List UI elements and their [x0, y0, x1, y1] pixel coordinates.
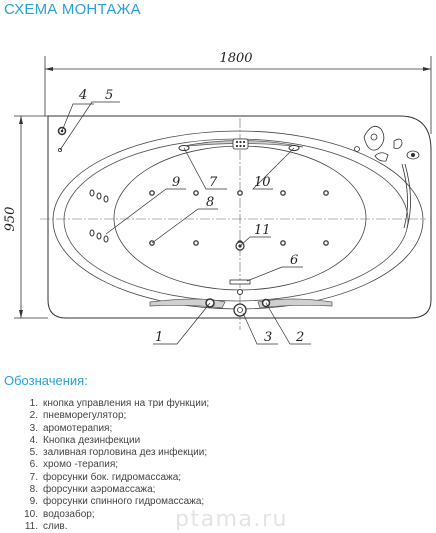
aeromassage-jet: [280, 240, 286, 246]
arrowhead: [19, 310, 23, 318]
height-dimension-value: 950: [3, 207, 18, 232]
water-intake: [232, 138, 249, 150]
aeromassage-jet: [323, 240, 329, 246]
callout-6: 6: [290, 253, 298, 268]
shower-hose: [401, 163, 408, 229]
legend-item: 7.форсунки бок. гидромассажа;: [29, 471, 182, 483]
legend-item: 11.слив.: [24, 520, 68, 532]
legend-item: 1.кнопка управления на три функции;: [29, 398, 210, 409]
leader-line-11: [239, 236, 271, 247]
legend-list: 1.кнопка управления на три функции; 2.пн…: [16, 398, 209, 533]
installation-diagram: 1800 950: [3, 51, 432, 345]
callout-4: 4: [78, 88, 87, 103]
legend-title: Обозначения:: [4, 373, 88, 388]
leader-line-5: [59, 101, 120, 151]
legend-item: 2.пневморегулятор;: [29, 410, 127, 422]
bathtub-inner-rim: [63, 138, 409, 302]
back-hydromassage-jet: [96, 232, 102, 240]
faucet-valve: [354, 146, 360, 152]
legend-item: 3.аромотерапия;: [29, 422, 113, 434]
faucet-valve: [393, 138, 403, 149]
back-hydromassage-jet: [89, 189, 95, 197]
top-headrest: [178, 140, 304, 148]
arrowhead: [45, 67, 53, 71]
bottom-right-armrest: [257, 298, 333, 309]
leader-line-7: [183, 147, 227, 190]
leader-line-2: [265, 302, 311, 345]
leader-line-9: [105, 188, 186, 235]
back-hydromassage-jet: [103, 195, 109, 203]
legend-item: 4.Кнопка дезинфекции: [29, 434, 141, 446]
legend-item: 5.заливная горловина дез инфекции;: [29, 447, 208, 459]
callout-8: 8: [206, 195, 214, 210]
aeromassage-jet: [237, 190, 243, 196]
callout-5: 5: [105, 88, 113, 103]
back-hydromassage-jet: [96, 192, 102, 200]
width-dimension-value: 1800: [219, 51, 252, 66]
callout-10: 10: [254, 175, 271, 190]
callout-2: 2: [295, 330, 304, 345]
leader-line-10: [252, 147, 295, 190]
callout-3: 3: [264, 330, 272, 345]
legend-item: 6.хромо -терапия;: [29, 459, 119, 471]
legend-item: 8.форсунки аэромассажа;: [29, 484, 156, 496]
aeromassage-jet: [149, 190, 155, 196]
legend-item: 10.водозабор;: [24, 508, 95, 520]
aeromassage-jet: [193, 240, 199, 246]
watermark: ptama.ru: [175, 507, 288, 532]
callout-9: 9: [172, 175, 180, 190]
page-title: СХЕМА МОНТАЖА: [4, 1, 141, 18]
chromotherapy-light: [229, 279, 251, 285]
leader-line-3: [242, 312, 278, 345]
callout-1: 1: [155, 330, 163, 345]
leader-line-4: [61, 103, 94, 132]
callout-11: 11: [254, 223, 271, 238]
aeromassage-jet: [323, 190, 329, 196]
back-hydromassage-jet: [89, 229, 95, 237]
arrowhead: [423, 67, 431, 71]
aeromassage-jet: [193, 190, 199, 196]
leader-line-6: [246, 266, 303, 282]
aeromassage-jet: [280, 190, 286, 196]
leader-line-8: [151, 208, 218, 244]
back-hydromassage-jet: [103, 235, 109, 243]
callout-7: 7: [209, 175, 218, 190]
faucet-handle: [374, 152, 389, 162]
leader-line-1: [153, 302, 211, 345]
aromatherapy-outlet: [233, 303, 247, 317]
bathtub-outline: [47, 115, 432, 319]
arrowhead: [19, 116, 23, 124]
legend-item: 9.форсунки спинного гидромассажа;: [29, 496, 205, 508]
